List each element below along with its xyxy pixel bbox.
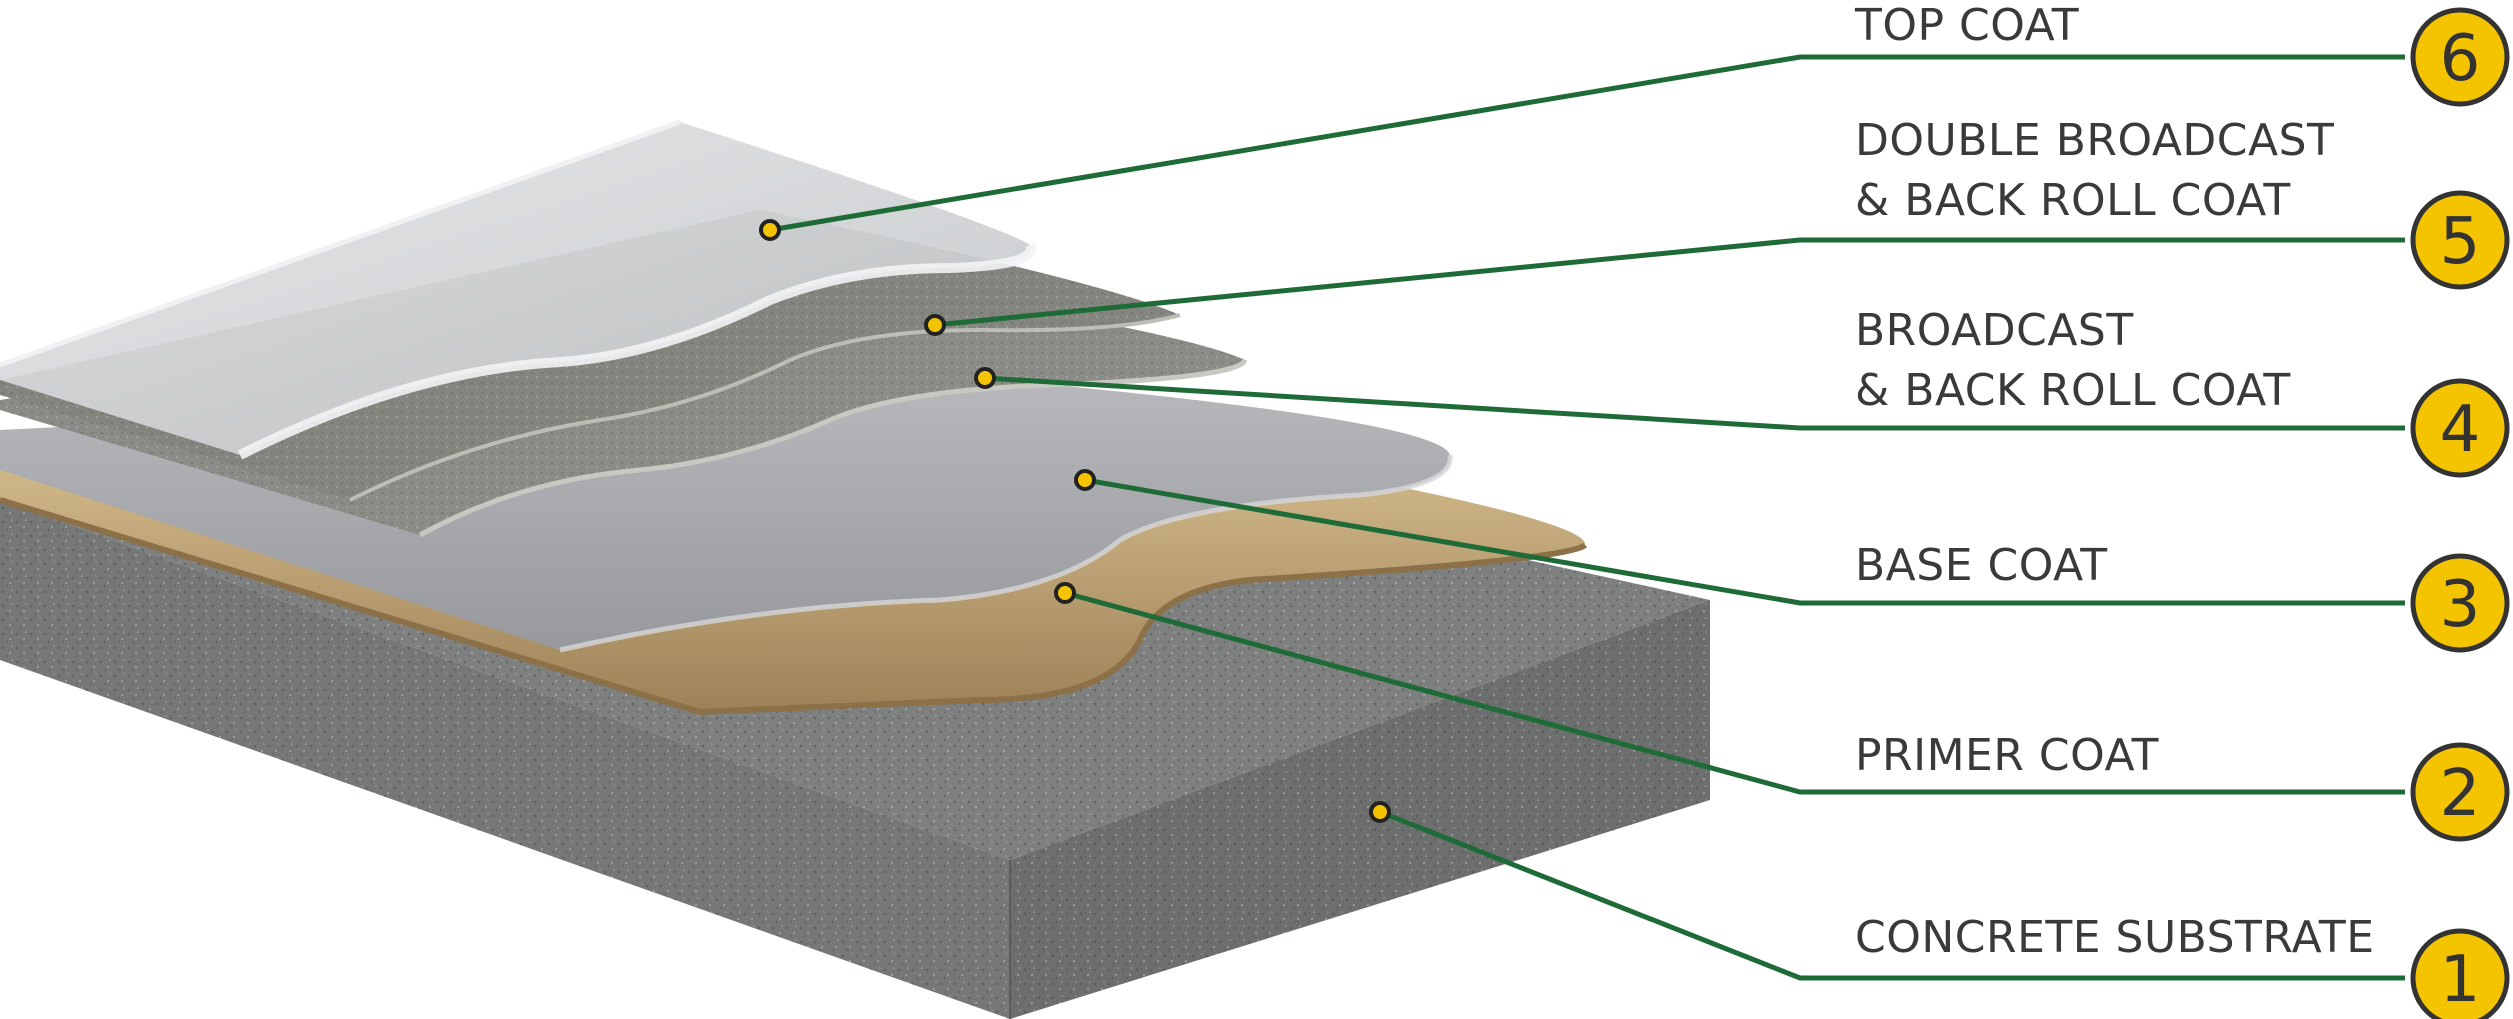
number-badge <box>2410 190 2510 290</box>
callout-3: 3 BASE COAT <box>1074 469 2510 653</box>
badge-number: 1 <box>2440 943 2481 1017</box>
callout-5: 5 DOUBLE BROADCAST & BACK ROLL COAT <box>924 115 2510 336</box>
callout-dot <box>1369 801 1391 823</box>
number-badge <box>2410 378 2510 478</box>
leader-line <box>1379 809 2405 981</box>
label-concrete-substrate-line-1: CONCRETE SUBSTRATE <box>1855 912 2375 963</box>
callout-1: 1 CONCRETE SUBSTRATE <box>1369 801 2510 1019</box>
badge-number: 5 <box>2440 205 2481 279</box>
leader-line <box>984 375 2405 431</box>
leader-line <box>769 54 2405 233</box>
leader-line <box>1084 477 2405 606</box>
label-top-coat-line-1: TOP COAT <box>1854 0 2079 51</box>
number-badge <box>2410 928 2510 1019</box>
top-coat-layer <box>0 119 1036 460</box>
callout-dot <box>1054 582 1076 604</box>
callouts: 6 TOP COAT 5 DOUBLE BROADCAST & BACK ROLL CO… <box>759 0 2510 1019</box>
callout-4: 4 BROADCAST & BACK ROLL COAT <box>974 305 2510 478</box>
number-badge <box>2410 553 2510 653</box>
badge-number: 2 <box>2440 757 2481 831</box>
badge-number: 3 <box>2440 568 2481 642</box>
callout-dot <box>759 219 781 241</box>
label-broadcast-back-roll-coat-line-2: & BACK ROLL COAT <box>1855 365 2291 416</box>
number-badge <box>2410 7 2510 107</box>
badge-number: 6 <box>2440 22 2481 96</box>
callout-6: 6 TOP COAT <box>759 0 2510 241</box>
number-badge <box>2410 742 2510 842</box>
label-primer-coat-line-1: PRIMER COAT <box>1855 730 2159 781</box>
floor-illustration <box>0 119 1710 1019</box>
callout-dot <box>924 314 946 336</box>
label-base-coat-line-1: BASE COAT <box>1855 540 2108 591</box>
label-broadcast-back-roll-coat-line-1: BROADCAST <box>1855 305 2134 356</box>
label-double-broadcast-back-roll-coat-line-2: & BACK ROLL COAT <box>1855 175 2291 226</box>
leader-line <box>934 237 2405 328</box>
callout-dot <box>1074 469 1096 491</box>
callout-dot <box>974 367 996 389</box>
label-double-broadcast-back-roll-coat-line-1: DOUBLE BROADCAST <box>1855 115 2334 166</box>
leader-line <box>1064 590 2405 795</box>
badge-number: 4 <box>2440 393 2481 467</box>
callout-2: 2 PRIMER COAT <box>1054 582 2510 842</box>
